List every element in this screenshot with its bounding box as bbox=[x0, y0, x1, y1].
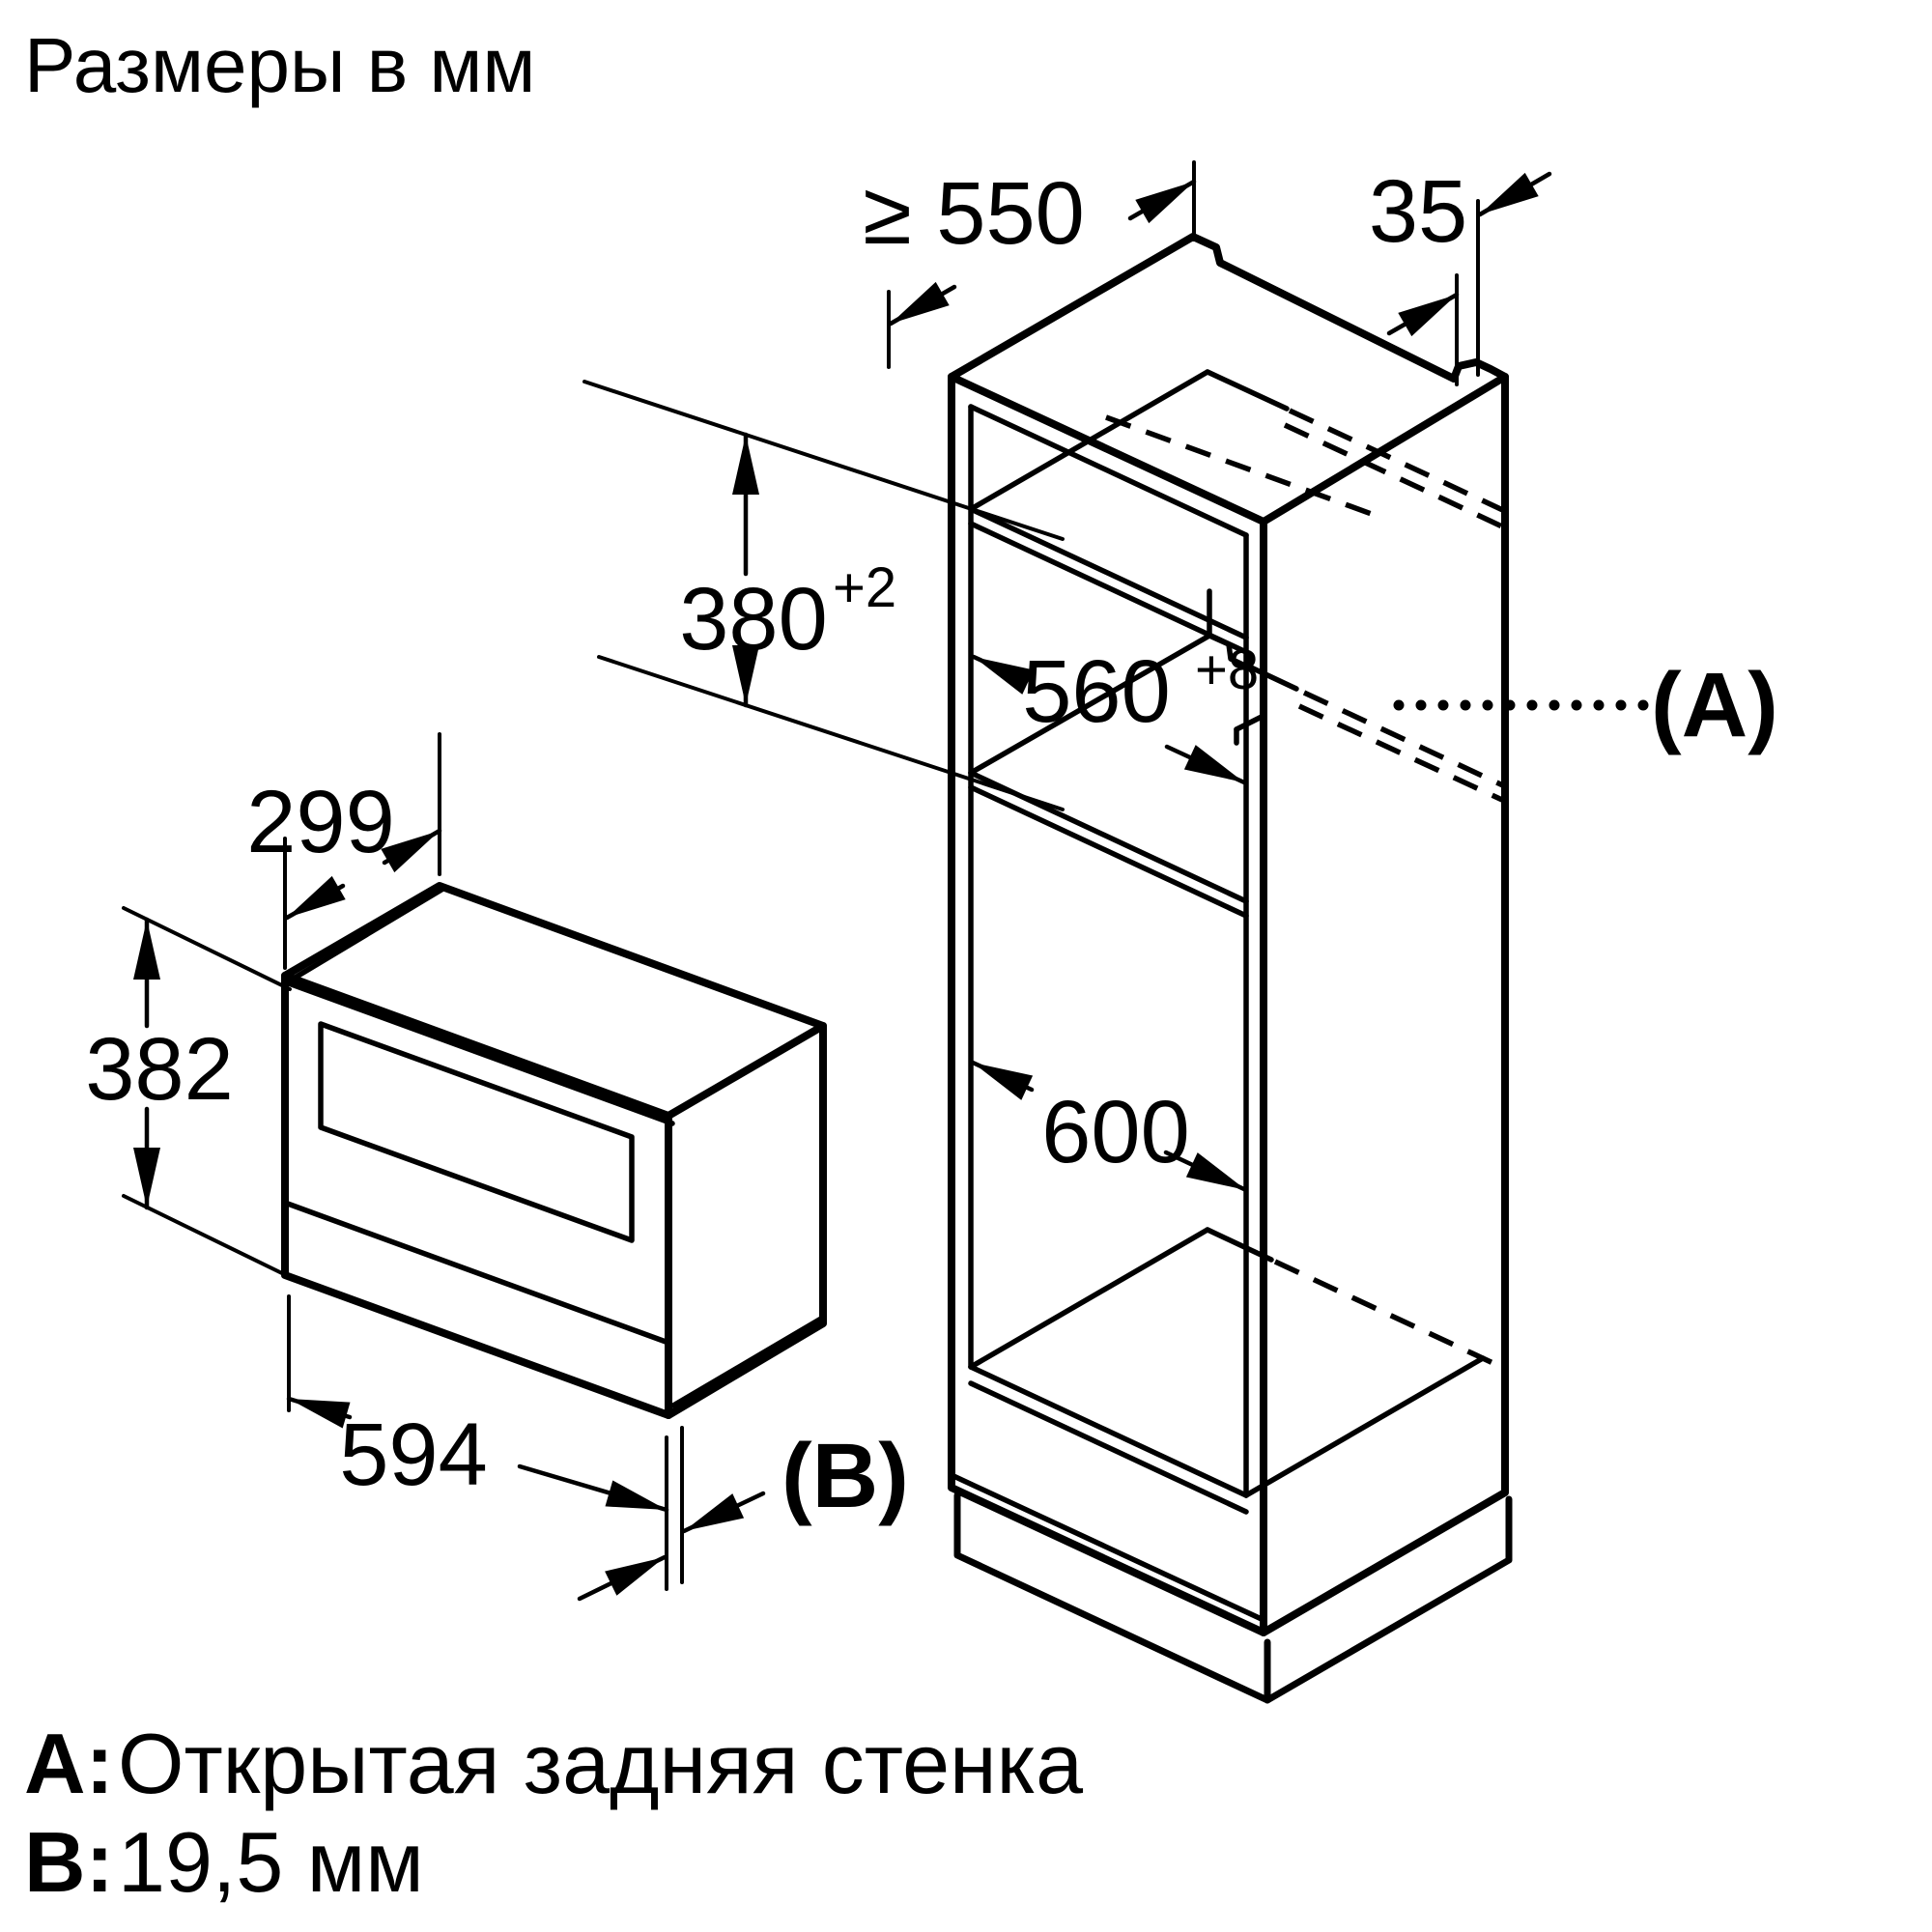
arrowhead bbox=[684, 1493, 745, 1531]
legend-text-b: 19,5 мм bbox=[118, 1814, 424, 1910]
cabinet-outline bbox=[948, 233, 1509, 1636]
cabinet-open-back-hidden-edges bbox=[1105, 408, 1509, 1369]
arrowhead bbox=[289, 1399, 351, 1429]
arrowhead bbox=[891, 281, 950, 324]
arrowhead bbox=[133, 1148, 160, 1208]
arrowhead bbox=[1185, 1152, 1246, 1190]
dimension-arrowheads bbox=[133, 172, 1539, 1596]
extension-lines bbox=[122, 160, 1480, 1591]
dim-appliance-height: 382 bbox=[85, 1020, 234, 1119]
page-title: Размеры в мм bbox=[24, 22, 535, 108]
dim-niche-height: 380 bbox=[679, 570, 828, 668]
dim-niche-width: 560 bbox=[1022, 642, 1171, 741]
dim-niche-height-tolerance: +2 bbox=[833, 556, 896, 619]
callout-b: (B) bbox=[781, 1425, 909, 1527]
cabinet-plinth bbox=[953, 1492, 1513, 1704]
dim-depth-min: ≥ 550 bbox=[863, 164, 1085, 263]
door-bottom-edge bbox=[282, 1200, 671, 1346]
arrowhead bbox=[1480, 172, 1539, 214]
arrowhead bbox=[287, 875, 346, 918]
legend: A: Открытая задняя стенка B: 19,5 мм bbox=[24, 1716, 1083, 1910]
arrowhead bbox=[605, 1480, 667, 1510]
arrowhead bbox=[381, 831, 440, 873]
arrowhead bbox=[1183, 745, 1244, 782]
arrowhead bbox=[1135, 182, 1194, 224]
dim-niche-width-tolerance: +8 bbox=[1195, 639, 1259, 701]
legend-key-b: B: bbox=[24, 1814, 114, 1910]
dim-appliance-width: 594 bbox=[339, 1406, 488, 1504]
microwave-outline bbox=[281, 882, 827, 1419]
dim-top-rail: 35 bbox=[1369, 162, 1467, 261]
arrowhead bbox=[1398, 295, 1457, 337]
microwave-door bbox=[282, 1021, 671, 1346]
arrowhead bbox=[973, 1063, 1034, 1100]
arrowhead bbox=[732, 645, 759, 705]
door-window bbox=[318, 1021, 635, 1243]
dimension-lines bbox=[144, 171, 1552, 1602]
cabinet-interior bbox=[949, 369, 1486, 1623]
arrowhead bbox=[133, 920, 160, 980]
dim-appliance-depth: 299 bbox=[246, 773, 395, 871]
arrowhead bbox=[974, 657, 1035, 695]
callout-a: (A) bbox=[1651, 654, 1778, 756]
arrowhead bbox=[605, 1557, 665, 1596]
arrowhead bbox=[732, 435, 759, 495]
legend-key-a: A: bbox=[24, 1716, 114, 1811]
legend-text-a: Открытая задняя стенка bbox=[118, 1716, 1083, 1811]
dim-cabinet-width: 600 bbox=[1041, 1083, 1190, 1181]
